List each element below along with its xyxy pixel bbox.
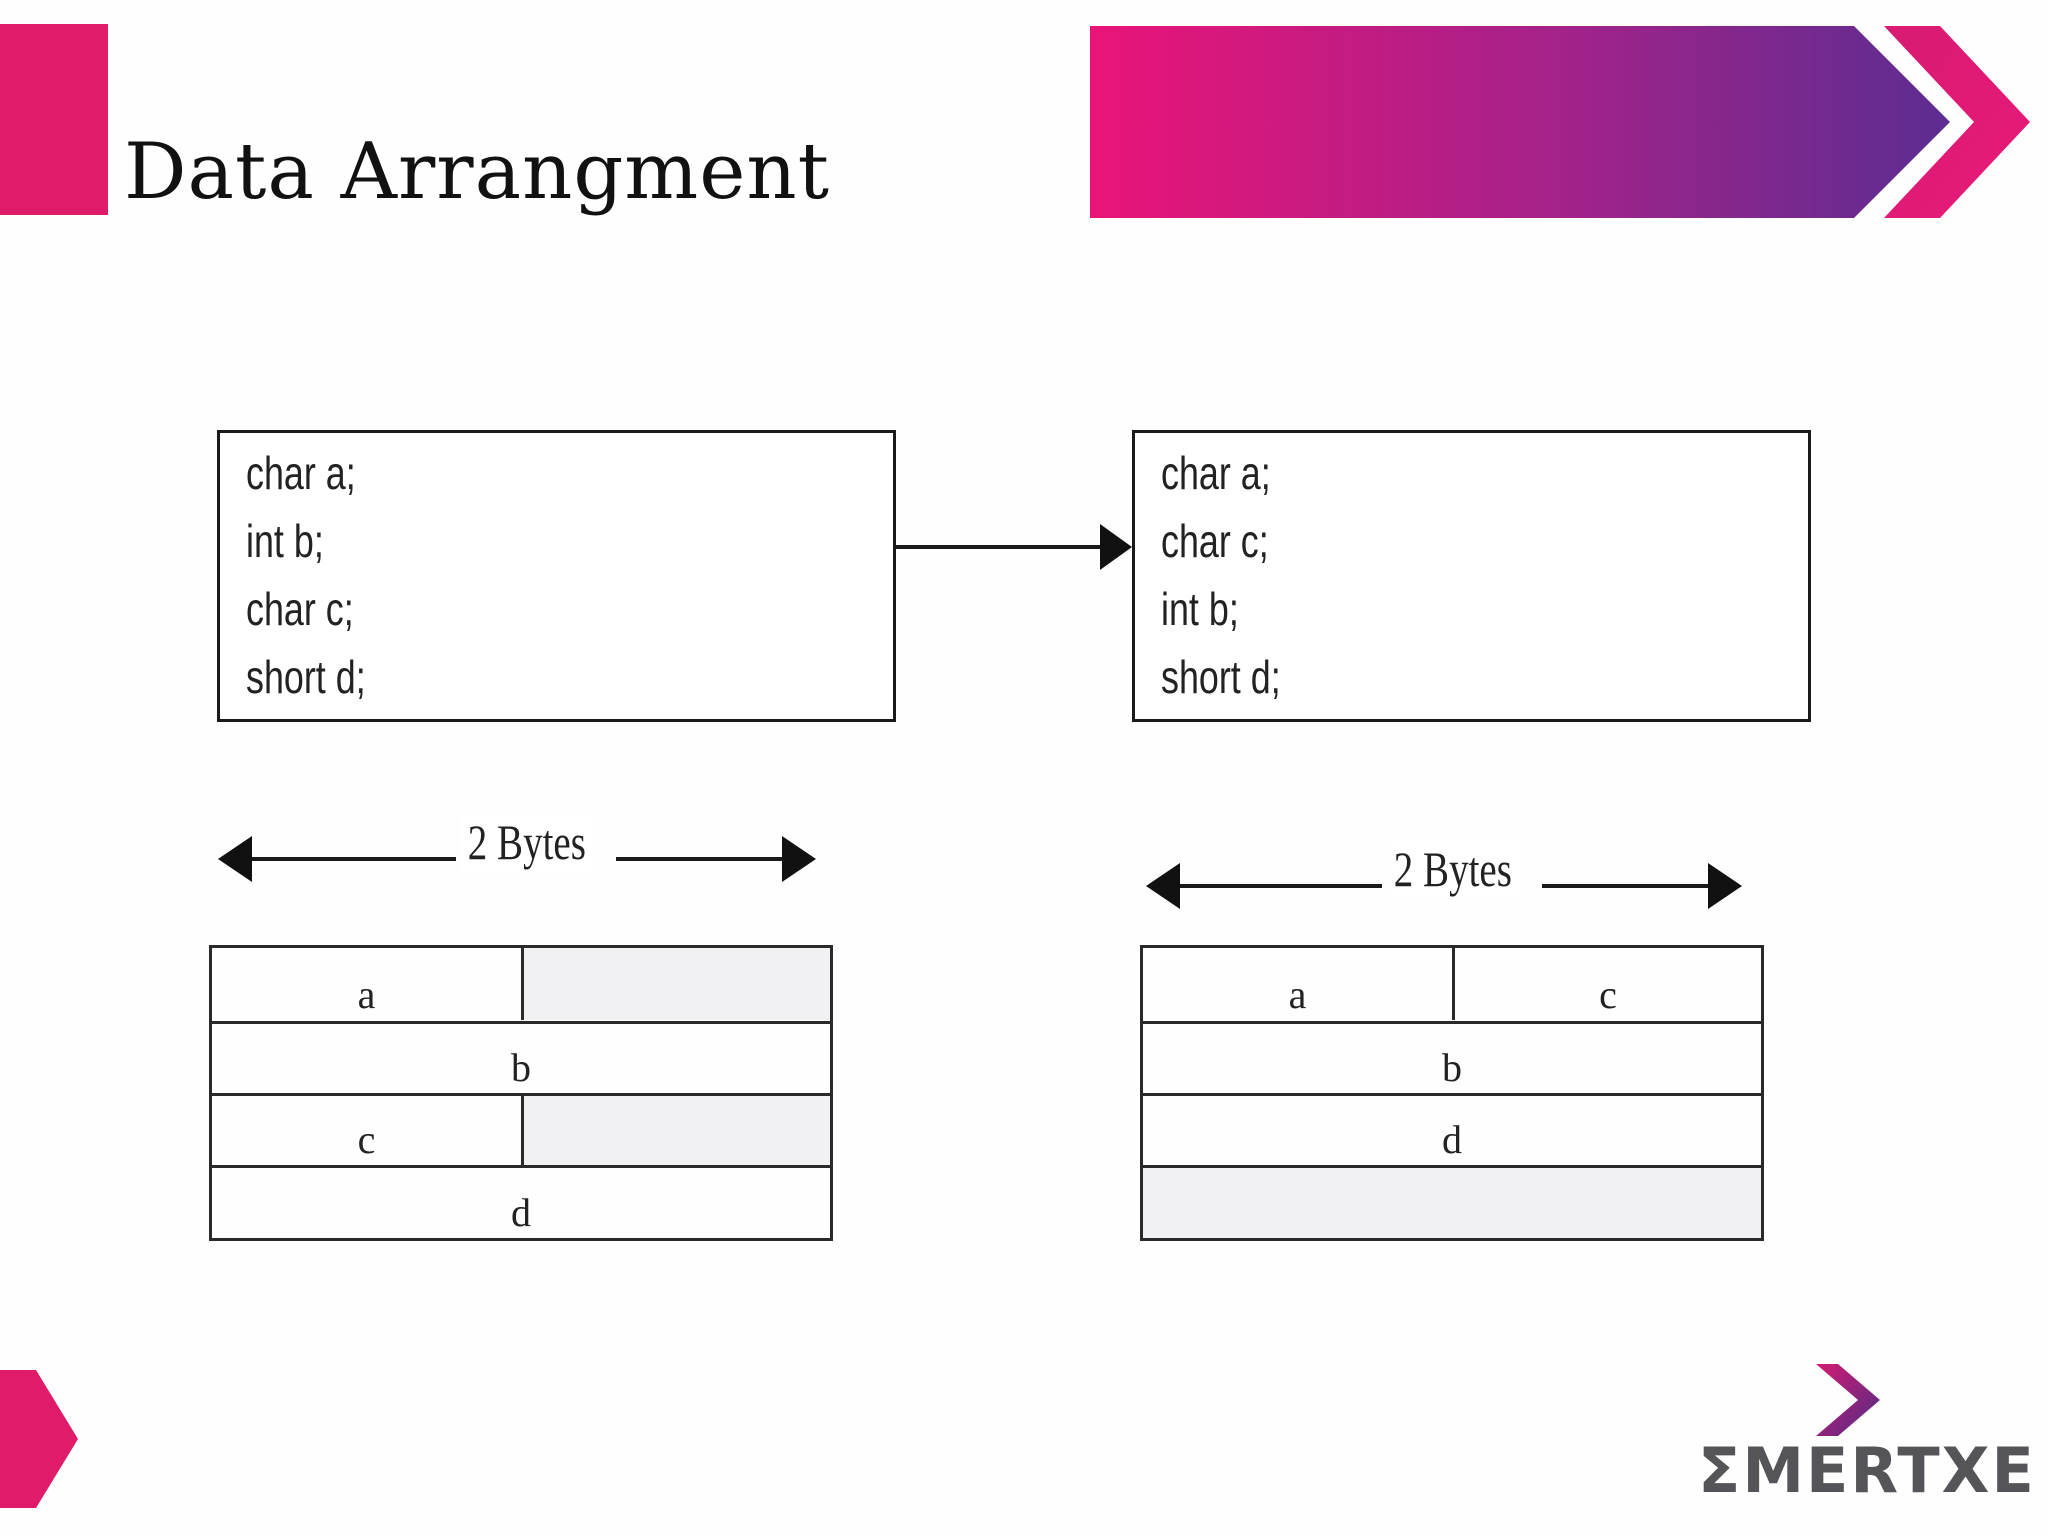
memory-cell-c: c: [1452, 948, 1761, 1020]
code-line: char a;: [1161, 447, 1271, 499]
page-title: Data Arrangment: [124, 127, 830, 217]
memory-row: a: [212, 948, 830, 1020]
emertxe-logo: ΣMERTXE: [1698, 1364, 2034, 1516]
logo-chevron-icon: [1816, 1364, 1880, 1436]
transform-arrow-head: [1100, 524, 1132, 570]
memory-cell-a: a: [357, 972, 376, 1017]
code-line: char a;: [246, 447, 356, 499]
left-width-arrowhead-left: [218, 836, 252, 882]
memory-row: b: [212, 1021, 830, 1093]
right-width-label: 2 Bytes: [1386, 839, 1520, 899]
code-line: char c;: [246, 583, 354, 635]
original-struct-box: char a; int b; char c; short d;: [217, 430, 896, 722]
memory-cell-d: d: [1442, 1117, 1462, 1162]
banner-chevron-icon: [1884, 26, 2030, 218]
left-width-label: 2 Bytes: [460, 812, 594, 872]
code-line: int b;: [246, 515, 324, 567]
reordered-memory-layout: a c b d: [1140, 945, 1764, 1241]
left-width-arrowhead-right: [782, 836, 816, 882]
memory-cell-d: d: [511, 1190, 531, 1235]
right-width-arrowhead-right: [1708, 863, 1742, 909]
memory-row: d: [212, 1165, 830, 1238]
code-line: short d;: [246, 651, 366, 703]
reordered-struct-box: char a; char c; int b; short d;: [1132, 430, 1811, 722]
memory-cell-b: b: [511, 1045, 531, 1090]
memory-cell-a: a: [1288, 972, 1307, 1017]
memory-cell-c: c: [357, 1117, 376, 1162]
bottom-left-chevron-icon: [0, 1370, 78, 1508]
logo-brand-text: ΣMERTXE: [1698, 1434, 2036, 1507]
code-line: short d;: [1161, 651, 1281, 703]
padding-cell: [1143, 1168, 1761, 1238]
top-left-accent-block: [0, 24, 108, 215]
banner-arrow-shape: [1090, 26, 1950, 218]
header-gradient-banner: [1090, 26, 2030, 218]
padding-cell: [521, 1096, 830, 1165]
code-line: int b;: [1161, 583, 1239, 635]
original-memory-layout: a b c d: [209, 945, 833, 1241]
memory-row: a c: [1143, 948, 1761, 1020]
code-line: char c;: [1161, 515, 1269, 567]
memory-row: d: [1143, 1093, 1761, 1165]
memory-row: b: [1143, 1021, 1761, 1093]
right-width-arrowhead-left: [1146, 863, 1180, 909]
memory-cell-b: b: [1442, 1045, 1462, 1090]
memory-row: [1143, 1165, 1761, 1238]
padding-cell: [521, 948, 830, 1020]
memory-row: c: [212, 1093, 830, 1165]
